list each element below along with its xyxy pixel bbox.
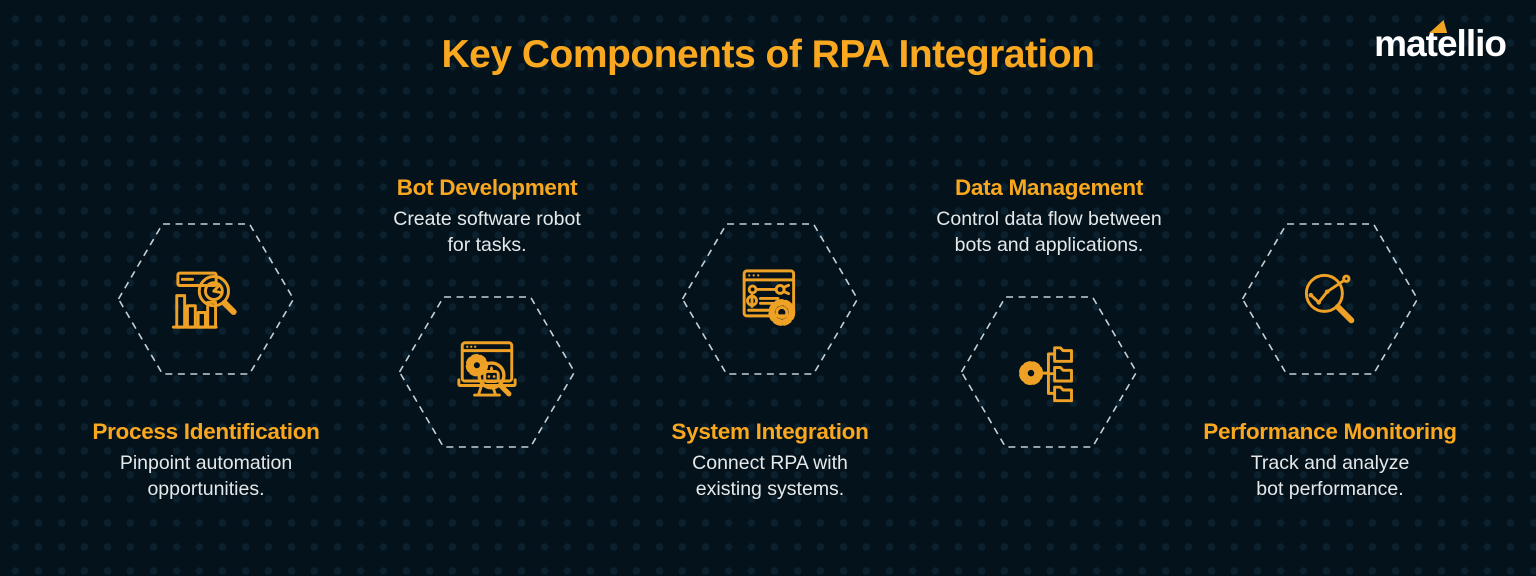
card-process-identification: Process Identification Pinpoint automati… — [56, 0, 356, 576]
hexagon-frame — [960, 295, 1138, 449]
card-title: Data Management — [954, 175, 1144, 200]
card-title: Bot Development — [396, 175, 578, 200]
hexagon-frame — [1241, 222, 1419, 376]
window-gear-settings-icon — [742, 269, 796, 326]
card-description: Control data flow between bots and appli… — [936, 208, 1162, 256]
card-description: Track and analyze bot performance. — [1250, 452, 1410, 500]
gear-folder-tree-icon — [1018, 346, 1073, 403]
card-title: Process Identification — [92, 419, 320, 444]
matellio-logo: matellio — [1374, 20, 1507, 70]
card-system-integration: System Integration Connect RPA with exis… — [620, 0, 920, 576]
hexagon-frame — [398, 295, 576, 449]
card-performance-monitoring: Performance Monitoring Track and analyze… — [1180, 0, 1480, 576]
card-bot-development: Bot Development Create software robot fo… — [337, 0, 637, 576]
card-title: System Integration — [671, 419, 869, 444]
line-chart-magnifier-icon — [1304, 273, 1355, 324]
hexagon-frame — [117, 222, 295, 376]
card-description: Connect RPA with existing systems. — [692, 452, 848, 500]
page-title: Key Components of RPA Integration — [441, 33, 1095, 76]
hexagon-frame — [681, 222, 859, 376]
card-data-management: Data Management Control data flow betwee… — [899, 0, 1199, 576]
card-description: Create software robot for tasks. — [393, 208, 581, 256]
card-title: Performance Monitoring — [1203, 419, 1457, 444]
robot-window-magnifier-icon — [457, 341, 517, 397]
card-description: Pinpoint automation opportunities. — [119, 452, 293, 500]
bar-chart-magnifier-icon — [171, 271, 237, 329]
